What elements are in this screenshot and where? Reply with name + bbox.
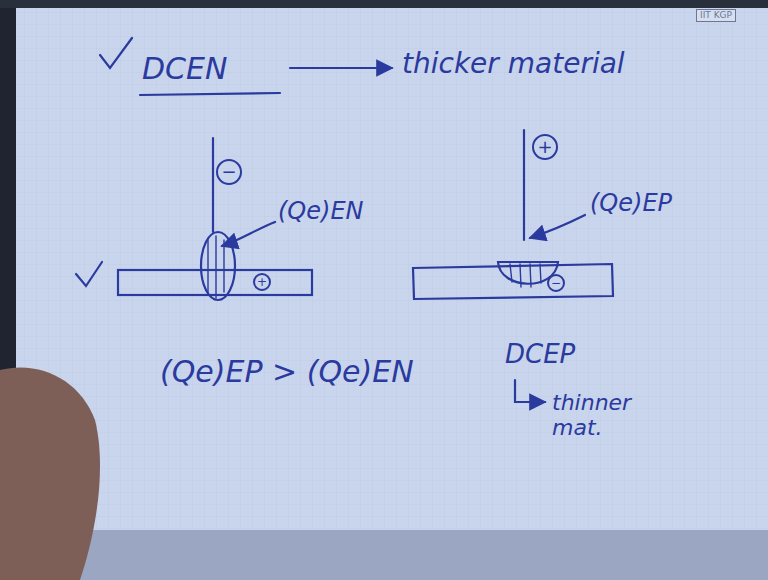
leader-line (530, 215, 585, 238)
underline (140, 93, 280, 95)
workpiece (118, 270, 312, 295)
polarity-sign: − (547, 274, 565, 292)
weld-bead (498, 262, 558, 284)
check-mark (76, 262, 102, 286)
hand (0, 367, 100, 580)
node-text: + (537, 138, 552, 156)
leader-line (222, 222, 275, 246)
node-text: + (257, 276, 267, 288)
node-text: − (221, 163, 236, 181)
polarity-sign: + (253, 273, 271, 291)
check-mark (100, 38, 132, 68)
polarity-sign: + (532, 134, 558, 160)
heat-label: (Qe)EP (590, 190, 672, 218)
node-text: − (551, 277, 561, 289)
top-edge (0, 0, 768, 8)
corner-tag: IIT KGP (696, 9, 736, 22)
note-text: DCEP (505, 340, 575, 370)
heat-label: (Qe)EN (278, 198, 364, 226)
arrow (515, 380, 545, 402)
heading-text: DCEN (142, 52, 227, 87)
node-text: IIT KGP (700, 11, 732, 20)
arrow (290, 67, 392, 69)
note-text: thicker material (402, 48, 625, 80)
relation-text: (Qe)EP > (Qe)EN (160, 355, 414, 390)
polarity-sign: − (216, 159, 242, 185)
electrode (523, 130, 525, 240)
electrode (212, 138, 214, 232)
note-text: thinner mat. (552, 390, 648, 441)
bead-hatching (510, 264, 541, 287)
bottom-band (16, 530, 768, 580)
